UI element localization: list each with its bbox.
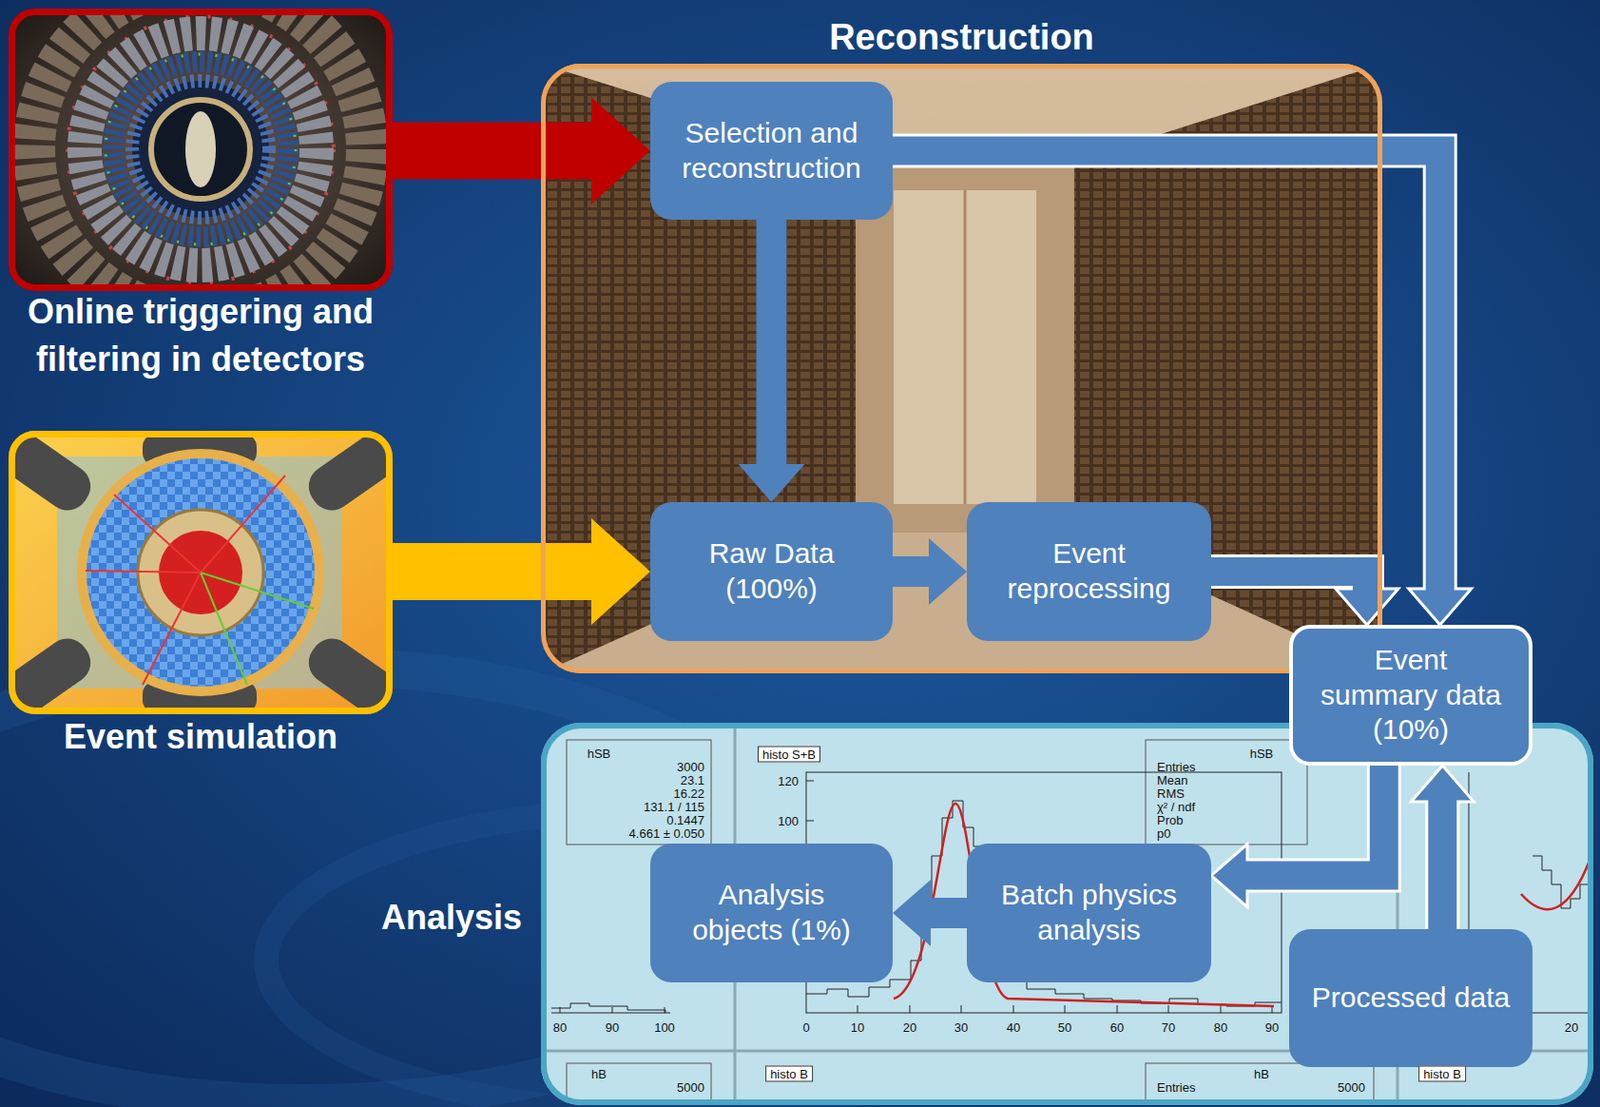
- axis-label: 100: [654, 1020, 675, 1035]
- arrow-shaft: [756, 219, 788, 466]
- data-box: Event summary data (10%): [1289, 624, 1533, 766]
- process-box: Selection and reconstruction: [650, 81, 893, 220]
- arrow-head: [591, 97, 651, 205]
- caption-heading: Event simulation: [5, 713, 396, 761]
- arrow-head: [591, 518, 651, 625]
- axis-label: 80: [553, 1020, 567, 1035]
- axis-label: 3000: [676, 759, 705, 774]
- panel-heading: Reconstruction: [545, 15, 1378, 59]
- box-label: Event summary data (10%): [1315, 642, 1506, 748]
- arrow-head: [928, 538, 967, 605]
- axis-label: RMS: [1156, 786, 1185, 801]
- arrow-head: [1335, 588, 1399, 625]
- plot-title: histo S+B: [757, 746, 821, 763]
- axis-label: hB: [1253, 1066, 1270, 1081]
- axis-label: Mean: [1156, 772, 1189, 788]
- axis-label: 120: [777, 773, 799, 789]
- arrow-outline: [1247, 765, 1385, 876]
- axis-label: 4.661 ± 0.050: [629, 826, 705, 841]
- reconstruction-panel: ReconstructionSelection and reconstructi…: [540, 63, 1383, 674]
- arrow-shaft: [392, 542, 594, 600]
- axis-label: hSB: [587, 746, 612, 761]
- axis-label: 131.1 / 115: [643, 799, 705, 814]
- axis-label: 90: [605, 1020, 619, 1035]
- arrow-head: [738, 463, 806, 502]
- axis-label: 23.1: [680, 772, 705, 788]
- arrow-shaft: [1245, 765, 1385, 876]
- arrow-shaft: [1211, 571, 1368, 591]
- box-label: Analysis objects (1%): [688, 877, 855, 947]
- axis-label: 5000: [1337, 1079, 1366, 1095]
- axis-label: hSB: [1250, 746, 1274, 761]
- box-label: Batch physics analysis: [985, 877, 1193, 947]
- axis-label: 90: [1265, 1020, 1279, 1035]
- arrow-shaft: [1427, 799, 1457, 929]
- process-box: Batch physics analysis: [966, 843, 1212, 983]
- box-label: Processed data: [1311, 980, 1510, 1016]
- flow-arrow: [1211, 765, 1385, 907]
- flow-arrow: [1410, 765, 1474, 929]
- box-label: Event reprocessing: [985, 536, 1193, 606]
- axis-label: χ² / ndf: [1156, 799, 1196, 814]
- flow-arrow: [738, 219, 806, 502]
- arrow-shaft: [892, 556, 931, 587]
- data-box: Analysis objects (1%): [650, 843, 893, 983]
- axis-label: 40: [1006, 1020, 1021, 1035]
- simulation-image-frame: Event simulation: [8, 430, 393, 714]
- axis-label: 50: [1058, 1020, 1072, 1035]
- arrow-shaft: [392, 122, 594, 180]
- arrow-head: [1410, 765, 1474, 802]
- axis-label: 0: [802, 1020, 810, 1035]
- axis-label: hB: [591, 1066, 607, 1081]
- arrow-head: [1408, 588, 1472, 625]
- process-box: Event reprocessing: [966, 501, 1212, 641]
- axis-label: p0: [1156, 826, 1171, 841]
- axis-label: Prob: [1156, 812, 1183, 828]
- data-box: Processed data: [1289, 928, 1533, 1067]
- flow-arrow: [392, 97, 651, 205]
- data-box: Raw Data (100%): [650, 501, 893, 641]
- arrow-head: [1211, 844, 1248, 907]
- axis-label: Entries: [1156, 759, 1196, 774]
- arrow-head: [892, 879, 931, 946]
- axis-label: 10: [850, 1020, 865, 1035]
- axis-label: 20: [903, 1020, 917, 1035]
- axis-label: 30: [954, 1020, 968, 1035]
- plot-title: histo B: [765, 1065, 813, 1082]
- arrow-shaft: [928, 897, 967, 928]
- axis-label: 5000: [676, 1079, 705, 1095]
- axis-label: 80: [1214, 1020, 1228, 1035]
- axis-label: 20: [1564, 1020, 1579, 1035]
- flow-arrow: [1211, 571, 1399, 625]
- axis-label: 100: [777, 813, 799, 829]
- axis-label: 60: [1110, 1020, 1124, 1035]
- axis-label: 16.22: [673, 786, 705, 801]
- box-label: Raw Data (100%): [669, 536, 874, 606]
- axis-label: 0.1447: [666, 812, 705, 828]
- axis-label: 70: [1161, 1020, 1176, 1035]
- flow-arrow: [392, 518, 651, 625]
- box-label: Selection and reconstruction: [669, 115, 874, 186]
- panel-heading: Analysis: [381, 895, 522, 940]
- axis-label: Entries: [1156, 1079, 1196, 1095]
- detector-photo-frame: Online triggering and filtering in detec…: [8, 8, 393, 291]
- flow-arrow: [892, 538, 967, 605]
- plot-title: histo B: [1418, 1065, 1466, 1082]
- caption-heading: Online triggering and filtering in detec…: [5, 288, 396, 384]
- flow-arrow: [892, 879, 967, 946]
